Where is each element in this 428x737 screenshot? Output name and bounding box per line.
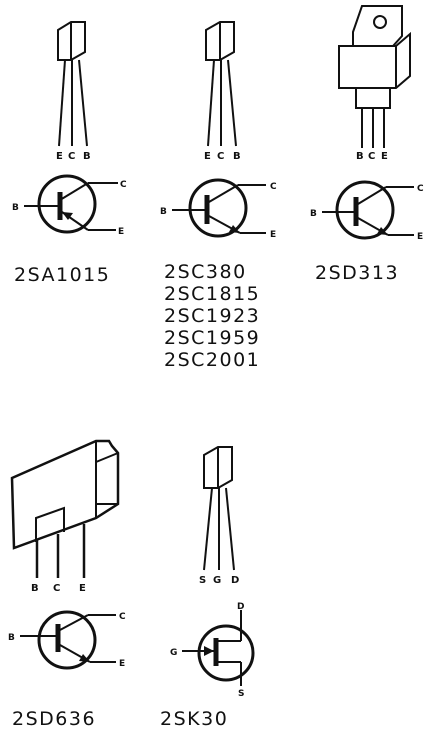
pin-label-b: B — [83, 151, 91, 162]
pin-label-g: G — [213, 575, 221, 586]
pin-label-b: B — [31, 583, 39, 594]
pin-label-c: C — [368, 151, 375, 162]
package-2sk30: S G D — [199, 446, 239, 586]
symbol-npn-2sd313: B C E — [310, 180, 424, 242]
symbol-npn-2sc-group: B C E — [160, 178, 277, 240]
symbol-jfet-2sk30: G D S — [170, 602, 255, 699]
pin-label-e: E — [204, 151, 211, 162]
part-name-2sc1923: 2SC1923 — [164, 305, 260, 327]
package-2sd313: B C E — [338, 5, 411, 162]
symbol-label-e: E — [417, 232, 423, 242]
pin-label-c: C — [68, 151, 75, 162]
package-2sa1015: E C B — [56, 21, 91, 162]
symbol-npn-2sd636: B C E — [8, 610, 126, 670]
symbol-label-c: C — [120, 180, 127, 190]
pin-label-b: B — [356, 151, 364, 162]
pin-label-e: E — [381, 151, 388, 162]
symbol-pnp-2sa1015: B C E — [12, 174, 127, 237]
symbol-label-b: B — [160, 207, 167, 217]
package-2sc-group: E C B — [204, 21, 241, 162]
package-2sd636: B C E — [10, 439, 120, 594]
pin-label-b: B — [233, 151, 241, 162]
part-name-2sd313: 2SD313 — [315, 262, 399, 284]
symbol-label-s: S — [238, 689, 244, 699]
symbol-label-b: B — [12, 203, 19, 213]
symbol-label-e: E — [118, 227, 124, 237]
pin-label-e: E — [56, 151, 63, 162]
part-name-2sc1959: 2SC1959 — [164, 327, 260, 349]
part-name-2sa1015: 2SA1015 — [14, 264, 110, 286]
symbol-label-d: D — [237, 602, 244, 612]
symbol-label-b: B — [310, 209, 317, 219]
symbol-label-e: E — [119, 659, 125, 669]
symbol-label-c: C — [119, 612, 126, 622]
pin-label-s: S — [199, 575, 206, 586]
symbol-label-c: C — [417, 184, 424, 194]
part-name-2sc2001: 2SC2001 — [164, 349, 260, 371]
pin-label-c: C — [217, 151, 224, 162]
part-name-2sc1815: 2SC1815 — [164, 283, 260, 305]
pin-label-e: E — [79, 583, 86, 594]
part-name-2sk30: 2SK30 — [160, 708, 228, 730]
pin-label-d: D — [231, 575, 239, 586]
pin-label-c: C — [53, 583, 60, 594]
symbol-label-e: E — [270, 230, 276, 240]
symbol-label-b: B — [8, 633, 15, 643]
symbol-label-g: G — [170, 648, 177, 658]
symbol-label-c: C — [270, 182, 277, 192]
part-name-2sc380: 2SC380 — [164, 261, 247, 283]
part-name-2sd636: 2SD636 — [12, 708, 96, 730]
